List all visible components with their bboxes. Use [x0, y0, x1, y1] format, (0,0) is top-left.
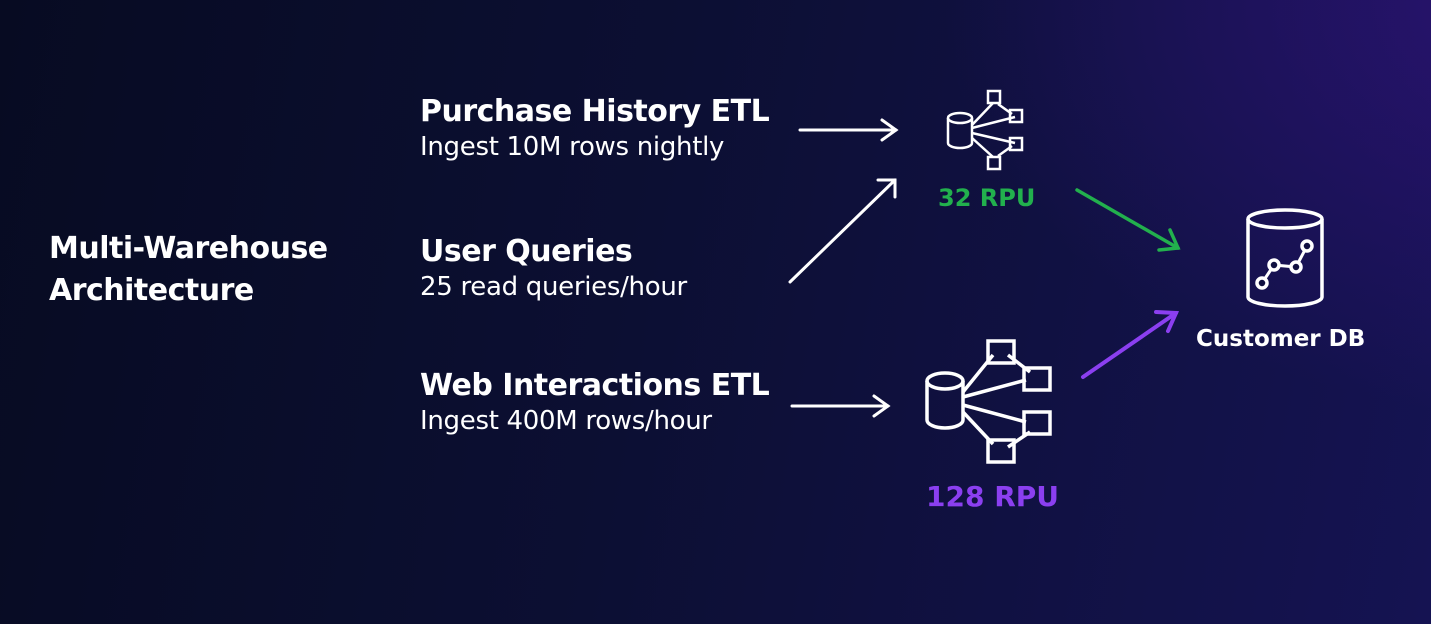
- source-user-queries: User Queries 25 read queries/hour: [420, 234, 687, 304]
- source-subtitle: Ingest 400M rows/hour: [420, 406, 712, 436]
- arrow-purchase-to-small: [798, 118, 899, 142]
- source-title: User Queries: [420, 234, 633, 269]
- source-title: Web Interactions ETL: [420, 368, 770, 403]
- architecture-title: Multi-Warehouse Architecture: [49, 228, 328, 312]
- source-web-interactions: Web Interactions ETL Ingest 400M rows/ho…: [420, 368, 770, 438]
- warehouse-network-icon-small: [946, 89, 1024, 171]
- warehouse-large-rpu-label: 128 RPU: [926, 480, 1060, 513]
- database-chart-icon: [1246, 208, 1324, 308]
- arrow-queries-to-small: [788, 178, 897, 284]
- architecture-title-line1: Multi-Warehouse: [49, 231, 328, 266]
- source-subtitle: Ingest 10M rows nightly: [420, 132, 725, 162]
- arrow-small-to-db: [1075, 188, 1181, 252]
- source-purchase-history: Purchase History ETL Ingest 10M rows nig…: [420, 94, 770, 164]
- warehouse-small-rpu-label: 32 RPU: [938, 184, 1036, 212]
- source-title: Purchase History ETL: [420, 94, 770, 129]
- arrow-large-to-db: [1081, 310, 1180, 379]
- source-subtitle: 25 read queries/hour: [420, 272, 687, 302]
- customer-db-label: Customer DB: [1196, 326, 1366, 352]
- architecture-title-line2: Architecture: [49, 273, 254, 308]
- arrow-web-to-large: [790, 394, 891, 418]
- warehouse-network-icon-large: [925, 339, 1052, 464]
